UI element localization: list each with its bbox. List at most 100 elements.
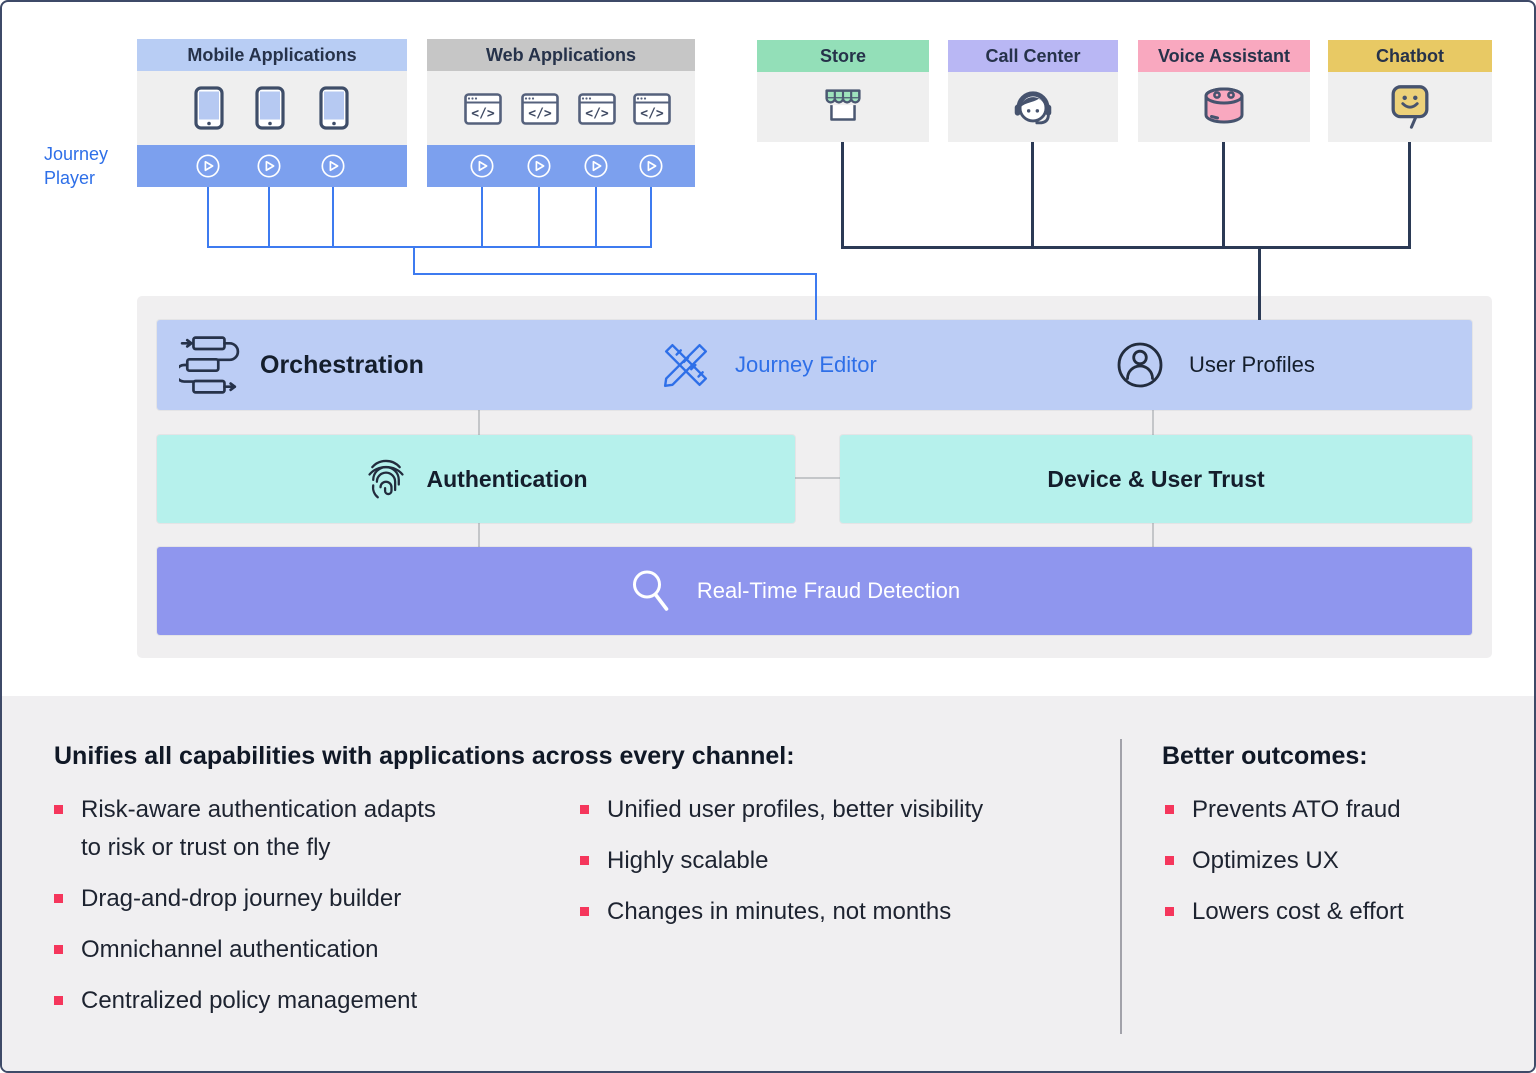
store-group: Store	[757, 40, 929, 142]
connector-line	[207, 187, 209, 248]
connector-bus	[207, 246, 652, 248]
svg-text:</>: </>	[471, 107, 495, 122]
connector-line	[538, 187, 540, 248]
benefit-text: Centralized policy management	[81, 987, 418, 1014]
bullet-square-icon	[580, 907, 589, 916]
bullet-square-icon	[54, 945, 63, 954]
list-item: Omnichannel authentication	[54, 931, 454, 969]
list-item: Prevents ATO fraud	[1165, 791, 1505, 829]
connector-line	[332, 187, 334, 248]
benefit-text: Drag-and-drop journey builder	[81, 885, 402, 912]
voice-assistant-header: Voice Assistant	[1138, 40, 1310, 72]
benefit-text: Changes in minutes, not months	[607, 898, 952, 925]
chat-bubble-smiley-icon	[1386, 82, 1434, 132]
orchestration-bar: Orchestration Journey Editor User Profil…	[157, 320, 1472, 410]
bullet-square-icon	[54, 894, 63, 903]
web-applications-group: Web Applications </> </> </> </>	[427, 39, 695, 187]
phone-icon	[319, 86, 349, 130]
play-icon	[320, 153, 346, 179]
phone-icon	[255, 86, 285, 130]
vertical-divider	[1120, 739, 1122, 1034]
journey-player-label: Journey Player	[44, 144, 109, 189]
list-item: Drag-and-drop journey builder	[54, 880, 454, 918]
list-item: Risk-aware authentication adapts to risk…	[54, 791, 454, 867]
magnifier-icon	[629, 568, 675, 614]
web-applications-header: Web Applications	[427, 39, 695, 71]
fingerprint-icon	[365, 455, 407, 503]
connector-line	[815, 273, 817, 321]
authentication-box: Authentication	[157, 435, 795, 523]
list-item: Highly scalable	[580, 842, 1100, 880]
journey-editor-label: Journey Editor	[735, 352, 877, 377]
store-body	[757, 72, 929, 142]
list-item: Changes in minutes, not months	[580, 893, 1100, 931]
smart-speaker-icon	[1198, 84, 1250, 130]
connector-line	[1408, 142, 1411, 248]
connector-line	[650, 187, 652, 248]
voice-assistant-group: Voice Assistant	[1138, 40, 1310, 142]
list-item: Unified user profiles, better visibility	[580, 791, 1100, 829]
journey-player-bar	[137, 145, 407, 187]
call-center-group: Call Center	[948, 40, 1118, 142]
call-center-body	[948, 72, 1118, 142]
connector-line	[595, 187, 597, 248]
svg-text:</>: </>	[640, 107, 664, 122]
browser-code-icon: </>	[521, 93, 559, 125]
headset-agent-icon	[1008, 82, 1058, 132]
list-item: Centralized policy management	[54, 982, 454, 1020]
benefits-column-1: Risk-aware authentication adapts to risk…	[54, 791, 454, 1033]
orchestration-label: Orchestration	[260, 350, 424, 379]
device-user-trust-box: Device & User Trust	[840, 435, 1472, 523]
bullet-square-icon	[54, 805, 63, 814]
list-item: Lowers cost & effort	[1165, 893, 1505, 931]
browser-code-icon: </>	[578, 93, 616, 125]
connector-bus	[841, 246, 1411, 249]
bullet-square-icon	[580, 856, 589, 865]
outcome-text: Optimizes UX	[1192, 847, 1339, 874]
play-icon	[256, 153, 282, 179]
connector-line	[413, 246, 415, 275]
benefits-column-2: Unified user profiles, better visibility…	[580, 791, 1100, 944]
connector-line	[478, 410, 480, 435]
outcomes-heading: Better outcomes:	[1162, 742, 1368, 770]
outcomes-column: Prevents ATO fraud Optimizes UX Lowers c…	[1165, 791, 1505, 944]
benefit-text: Omnichannel authentication	[81, 936, 379, 963]
connector-line	[795, 477, 840, 479]
connector-line	[1222, 142, 1225, 248]
play-icon	[469, 153, 495, 179]
device-user-trust-label: Device & User Trust	[1047, 465, 1265, 492]
connector-line	[481, 187, 483, 248]
benefits-panel	[2, 696, 1534, 1071]
authentication-label: Authentication	[426, 465, 588, 492]
connector-line	[1258, 246, 1261, 321]
mobile-applications-group: Mobile Applications	[137, 39, 407, 187]
bullet-square-icon	[1165, 805, 1174, 814]
play-icon	[526, 153, 552, 179]
svg-text:</>: </>	[528, 107, 552, 122]
storefront-icon	[818, 82, 868, 132]
browser-code-icon: </>	[633, 93, 671, 125]
store-header: Store	[757, 40, 929, 72]
call-center-header: Call Center	[948, 40, 1118, 72]
mobile-applications-body	[137, 71, 407, 145]
user-profiles-icon	[1115, 340, 1165, 390]
web-applications-body: </> </> </> </>	[427, 71, 695, 145]
connector-line	[841, 142, 844, 248]
fraud-detection-label: Real-Time Fraud Detection	[696, 578, 961, 603]
connector-line	[1152, 410, 1154, 435]
bullet-square-icon	[1165, 907, 1174, 916]
connector-line	[1031, 142, 1034, 248]
play-icon	[583, 153, 609, 179]
svg-text:</>: </>	[585, 107, 609, 122]
voice-assistant-body	[1138, 72, 1310, 142]
connector-line	[413, 273, 817, 275]
fraud-detection-bar: Real-Time Fraud Detection	[157, 547, 1472, 635]
connector-line	[268, 187, 270, 248]
orchestration-flow-icon	[174, 334, 241, 396]
benefit-text: Unified user profiles, better visibility	[607, 796, 984, 823]
chatbot-header: Chatbot	[1328, 40, 1492, 72]
chatbot-body	[1328, 72, 1492, 142]
benefit-text: Highly scalable	[607, 847, 769, 874]
bullet-square-icon	[54, 996, 63, 1005]
